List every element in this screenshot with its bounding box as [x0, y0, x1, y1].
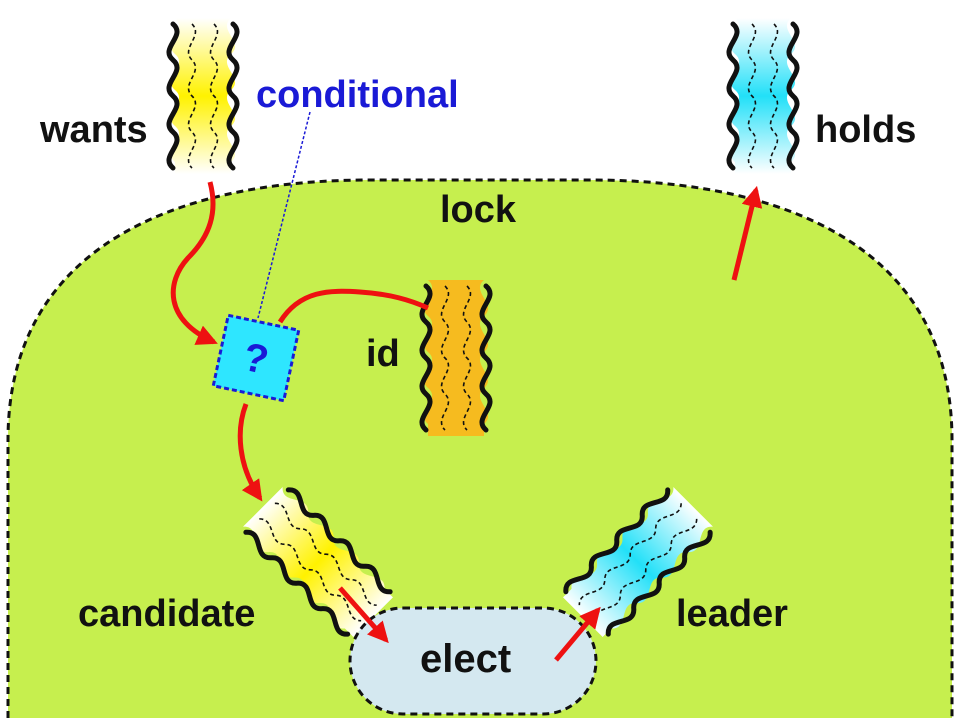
conditional-pointer — [257, 111, 311, 319]
holds-channel — [729, 18, 797, 174]
holds-label: holds — [815, 109, 916, 151]
wants-label: wants — [39, 109, 148, 151]
elect-process — [348, 606, 598, 716]
conditional-label: conditional — [256, 74, 459, 116]
conditional-box: ? — [211, 313, 301, 403]
id-connector — [277, 288, 430, 324]
lock-region — [6, 178, 954, 718]
wants-channel — [169, 18, 237, 174]
leader-label: leader — [676, 593, 788, 635]
id-label: id — [366, 333, 400, 375]
lock-label: lock — [440, 189, 517, 231]
candidate-to-elect-arrow — [338, 586, 389, 644]
candidate-channel — [239, 483, 397, 641]
conditional-to-candidate-arrow — [237, 403, 263, 502]
candidate-label: candidate — [78, 593, 255, 635]
elect-to-leader-arrow — [554, 606, 601, 662]
lock-to-holds-arrow — [731, 185, 763, 281]
leader-channel — [559, 483, 717, 641]
id-channel — [422, 280, 490, 436]
elect-label: elect — [420, 637, 511, 681]
wants-to-conditional-arrow — [170, 181, 218, 345]
